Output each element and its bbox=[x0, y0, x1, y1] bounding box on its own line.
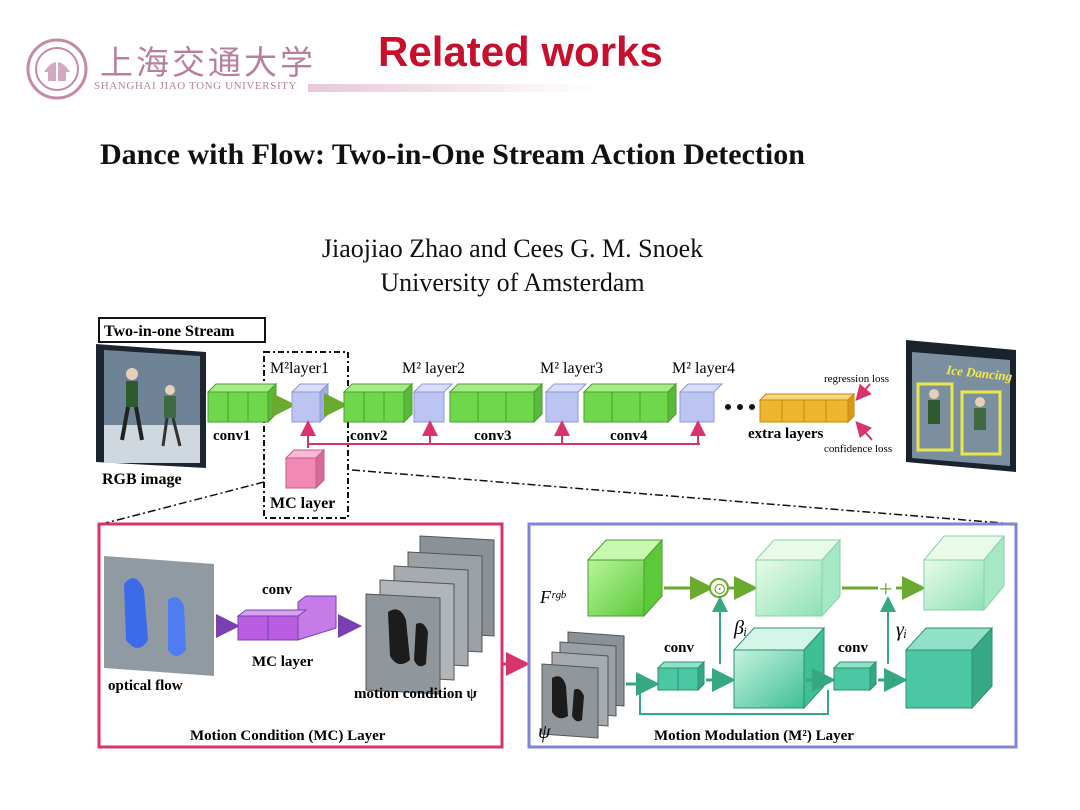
mc-panel-title: Motion Condition (MC) Layer bbox=[190, 728, 386, 744]
m2-conv-a-label: conv bbox=[664, 640, 695, 656]
mc-conv-block bbox=[236, 595, 337, 641]
m2-layer3-block bbox=[544, 383, 588, 423]
psi-condition-maps bbox=[541, 631, 625, 739]
f-rgb-label: Fʳᵍᵇ bbox=[539, 587, 566, 607]
m2-layer2-label: M² layer2 bbox=[402, 360, 465, 377]
conv3-block bbox=[448, 382, 544, 424]
m2-layer1-block bbox=[290, 382, 330, 424]
conv4-block bbox=[582, 382, 678, 424]
rgb-input-image bbox=[96, 344, 206, 468]
zoom-line-right bbox=[351, 469, 1015, 525]
gamma-label: γᵢ bbox=[896, 619, 907, 641]
university-seal-icon bbox=[26, 38, 88, 100]
m2-conv-b-block bbox=[832, 660, 878, 692]
confidence-loss-arrow bbox=[855, 420, 873, 441]
conv2-block bbox=[342, 382, 414, 424]
m2-output-block bbox=[922, 534, 1006, 612]
m2-layer4-label: M² layer4 bbox=[672, 360, 735, 377]
motion-condition-maps bbox=[365, 535, 495, 695]
mc-panel-layer-label: MC layer bbox=[252, 654, 314, 670]
beta-label: βᵢ bbox=[733, 617, 747, 639]
psi-label: ψ bbox=[538, 721, 551, 743]
ellipsis-dot bbox=[725, 404, 731, 410]
m2-layer4-block bbox=[678, 383, 724, 423]
paper-title: Dance with Flow: Two-in-One Stream Actio… bbox=[100, 138, 805, 171]
university-name-english: SHANGHAI JIAO TONG UNIVERSITY bbox=[94, 80, 298, 92]
m2-conv-a-block bbox=[656, 660, 706, 692]
ellipsis-dot bbox=[749, 404, 755, 410]
regression-loss-arrow bbox=[855, 383, 872, 402]
conv3-label: conv3 bbox=[474, 428, 512, 444]
slide-title: Related works bbox=[378, 28, 663, 75]
m2-layer3-label: M² layer3 bbox=[540, 360, 603, 377]
confidence-loss-label: confidence loss bbox=[824, 443, 892, 455]
optical-flow-image bbox=[104, 556, 214, 676]
stream-label-box bbox=[98, 317, 266, 343]
m2-panel-title: Motion Modulation (M²) Layer bbox=[654, 728, 854, 744]
psi-bypass-line bbox=[639, 686, 829, 715]
m2-layer1-highlight bbox=[263, 351, 349, 519]
m2-conv-b-label: conv bbox=[838, 640, 869, 656]
odot-symbol: ⊙ bbox=[713, 581, 726, 598]
rgb-image-label: RGB image bbox=[102, 471, 182, 488]
m2-layer1-label: M²layer1 bbox=[270, 360, 329, 377]
ellipsis-dot bbox=[737, 404, 743, 410]
motion-condition-label: motion condition ψ bbox=[354, 686, 478, 702]
plus-operator: + bbox=[879, 577, 893, 603]
conv1-block bbox=[206, 382, 278, 424]
university-name-chinese: 上海交通大学 bbox=[100, 43, 316, 82]
header-rule bbox=[308, 84, 598, 92]
mc-layer-label: MC layer bbox=[270, 495, 335, 512]
gamma-block bbox=[904, 626, 994, 710]
paper-authors: Jiaojiao Zhao and Cees G. M. Snoek bbox=[321, 234, 704, 263]
optical-flow-label: optical flow bbox=[108, 678, 183, 694]
mc-conv-label: conv bbox=[262, 582, 293, 598]
stream-label: Two-in-one Stream bbox=[104, 323, 235, 340]
m2-layer2-block bbox=[412, 383, 454, 423]
motion-condition-feedback-lines bbox=[300, 420, 706, 448]
regression-loss-label: regression loss bbox=[824, 373, 889, 385]
conv4-label: conv4 bbox=[610, 428, 648, 444]
conv2-label: conv2 bbox=[350, 428, 388, 444]
conv1-label: conv1 bbox=[213, 428, 251, 444]
output-detection-image bbox=[906, 340, 1016, 472]
mc-layer-cube bbox=[284, 448, 326, 490]
extra-layers-label: extra layers bbox=[748, 426, 824, 442]
extra-layers-block bbox=[758, 392, 856, 424]
output-action-label: Ice Dancing bbox=[945, 362, 1014, 384]
zoom-line-left bbox=[101, 481, 265, 525]
beta-block bbox=[732, 626, 826, 710]
f-rgb-block bbox=[586, 538, 664, 618]
modulated-feature-block bbox=[754, 538, 842, 618]
paper-affiliation: University of Amsterdam bbox=[380, 268, 645, 297]
